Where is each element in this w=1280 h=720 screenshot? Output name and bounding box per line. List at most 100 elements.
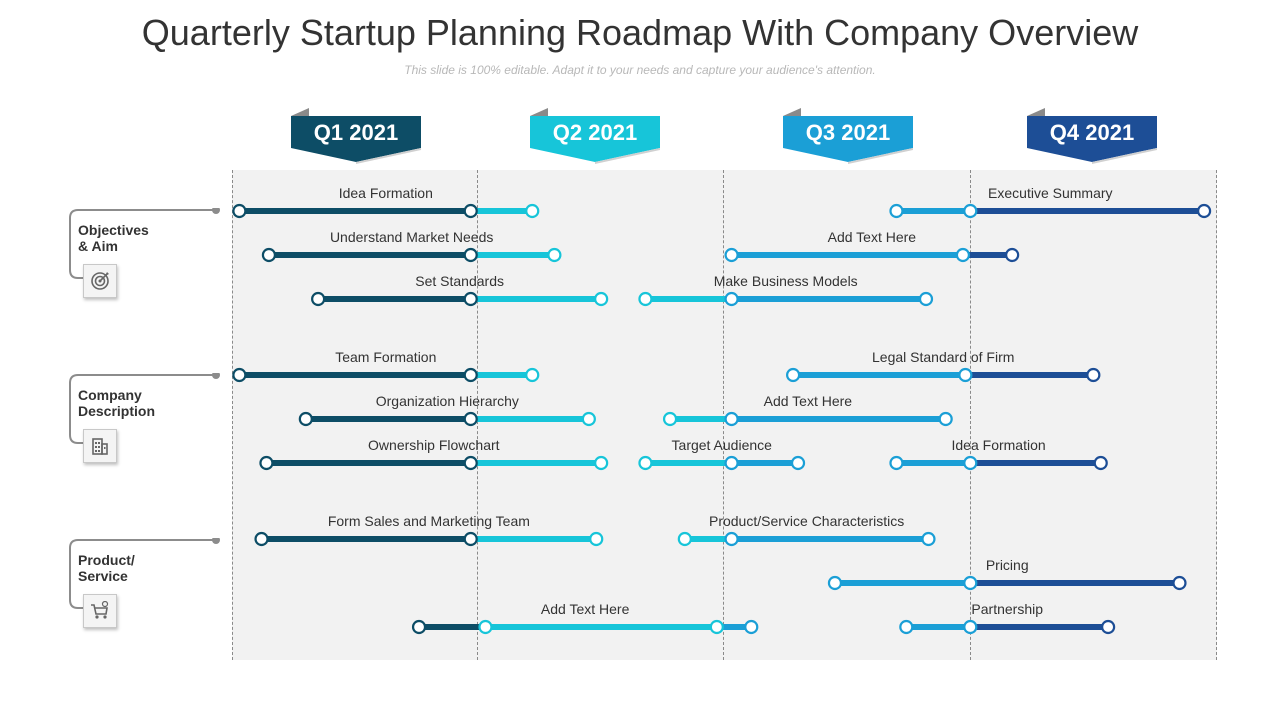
- task-label: Product/Service Characteristics: [709, 513, 904, 529]
- task-node: [963, 575, 978, 591]
- section-label-line: Service: [78, 568, 128, 584]
- quarter-header-q3: Q3 2021: [783, 108, 913, 164]
- task-node: [1172, 575, 1187, 591]
- task-label: Add Text Here: [828, 229, 917, 245]
- task-label: Add Text Here: [764, 393, 853, 409]
- quarter-header-q2: Q2 2021: [530, 108, 660, 164]
- task-label: Team Formation: [335, 349, 436, 365]
- task-node: [899, 619, 914, 635]
- task-node: [1093, 455, 1108, 471]
- quarter-divider: [723, 170, 724, 660]
- task-node: [1086, 367, 1101, 383]
- quarter-label: Q3 2021: [805, 120, 891, 145]
- task-label: Ownership Flowchart: [368, 437, 500, 453]
- task-node: [463, 247, 478, 263]
- page-subtitle: This slide is 100% editable. Adapt it to…: [404, 63, 876, 77]
- task-node: [963, 619, 978, 635]
- task-node: [963, 203, 978, 219]
- task-node: [724, 291, 739, 307]
- task-node: [786, 367, 801, 383]
- banner-shape: [1027, 108, 1157, 164]
- task-label: Set Standards: [415, 273, 504, 289]
- task-node: [1005, 247, 1020, 263]
- task-label: Executive Summary: [988, 185, 1112, 201]
- quarter-divider: [477, 170, 478, 660]
- task-node: [889, 455, 904, 471]
- task-node: [259, 455, 274, 471]
- section-company-description: Company Description: [68, 373, 220, 513]
- cart-icon: [83, 594, 117, 628]
- task-node: [589, 531, 604, 547]
- section-product-service: Product/ Service: [68, 538, 220, 678]
- task-node: [662, 411, 678, 427]
- target-icon: [83, 264, 117, 298]
- section-label: Product/ Service: [78, 552, 198, 584]
- section-bracket: [69, 208, 220, 279]
- section-bracket: [69, 373, 220, 444]
- section-label: Company Description: [78, 387, 198, 419]
- banner-shape: [530, 108, 660, 164]
- task-node: [463, 203, 478, 219]
- task-node: [298, 411, 313, 427]
- task-label: Understand Market Needs: [330, 229, 493, 245]
- section-bracket: [69, 538, 220, 609]
- task-label: Target Audience: [672, 437, 773, 453]
- task-label: Idea Formation: [952, 437, 1046, 453]
- task-label: Organization Hierarchy: [376, 393, 519, 409]
- task-node: [311, 291, 326, 307]
- quarter-label: Q1 2021: [313, 120, 399, 145]
- task-label: Add Text Here: [541, 601, 630, 617]
- task-node: [955, 247, 971, 263]
- task-node: [463, 531, 478, 547]
- task-node: [525, 367, 540, 383]
- quarter-divider: [1216, 170, 1217, 660]
- task-node: [525, 203, 540, 219]
- task-node: [478, 619, 493, 635]
- timeline-grid-background: [232, 170, 1217, 660]
- building-icon: [83, 429, 117, 463]
- section-label-line: & Aim: [78, 238, 118, 254]
- task-node: [411, 619, 427, 635]
- task-node: [463, 367, 478, 383]
- task-node: [790, 455, 806, 471]
- quarter-divider: [970, 170, 971, 660]
- section-label-line: Company: [78, 387, 142, 403]
- task-node: [724, 247, 739, 263]
- section-label: Objectives & Aim: [78, 222, 198, 254]
- task-node: [463, 291, 478, 307]
- task-node: [677, 531, 692, 547]
- task-node: [709, 619, 724, 635]
- task-node: [594, 291, 609, 307]
- task-node: [938, 411, 953, 427]
- task-node: [638, 455, 653, 471]
- task-node: [581, 411, 596, 427]
- task-node: [232, 367, 247, 383]
- task-node: [963, 455, 978, 471]
- task-node: [724, 531, 739, 547]
- task-node: [638, 291, 653, 307]
- task-node: [594, 455, 609, 471]
- task-label: Partnership: [971, 601, 1043, 617]
- task-node: [547, 247, 562, 263]
- section-objectives-aim: Objectives & Aim: [68, 208, 220, 348]
- quarter-label: Q4 2021: [1049, 120, 1135, 145]
- banner-shape: [783, 108, 913, 164]
- section-label-line: Description: [78, 403, 156, 419]
- task-node: [724, 411, 739, 427]
- task-node: [1196, 203, 1212, 219]
- quarter-header-q4: Q4 2021: [1027, 108, 1157, 164]
- task-label: Form Sales and Marketing Team: [328, 513, 530, 529]
- task-node: [918, 291, 934, 307]
- task-node: [921, 531, 936, 547]
- task-node: [827, 575, 843, 591]
- quarter-divider: [232, 170, 233, 660]
- task-node: [889, 203, 904, 219]
- task-label: Legal Standard of Firm: [872, 349, 1014, 365]
- section-label-line: Objectives: [78, 222, 149, 238]
- task-node: [1101, 619, 1116, 635]
- page-title: Quarterly Startup Planning Roadmap With …: [141, 12, 1139, 53]
- task-node: [724, 455, 739, 471]
- task-node: [261, 247, 277, 263]
- section-label-line: Product/: [78, 552, 135, 568]
